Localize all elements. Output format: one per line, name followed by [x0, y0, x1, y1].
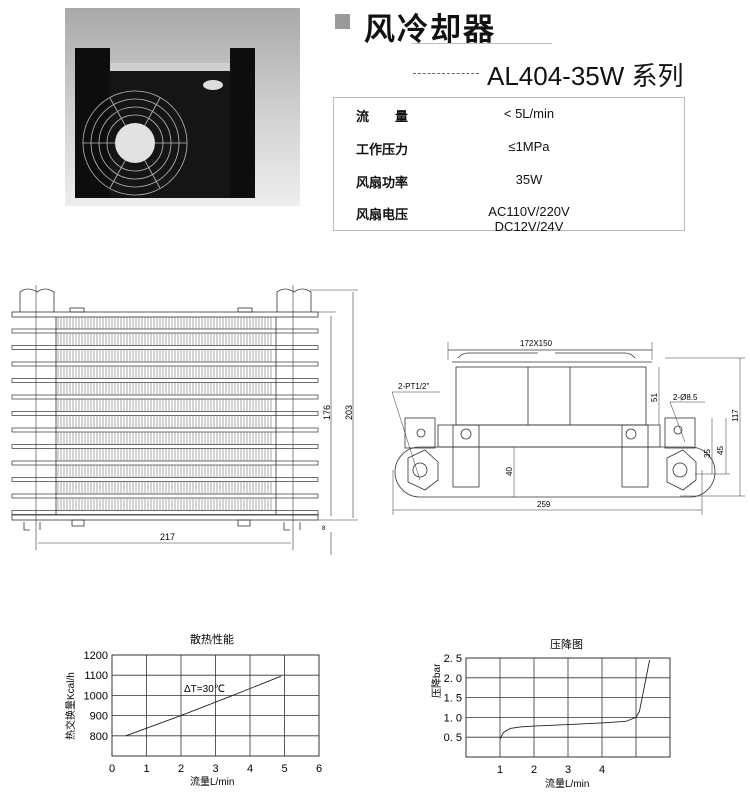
spec-value: AC110V/220V DC12V/24V	[488, 204, 570, 234]
port-label: 2-PT1/2"	[398, 382, 429, 391]
dim-core-height: 176	[322, 405, 332, 420]
y-tick-label: 0. 5	[444, 732, 462, 744]
spec-row: 风扇功率 35W	[334, 166, 684, 196]
x-tick-label: 0	[109, 763, 115, 775]
spec-table: 流 量 < 5L/min 工作压力 ≤1MPa 风扇功率 35W 风扇电压 AC110V…	[333, 97, 685, 234]
page-title: 风冷却器	[364, 12, 496, 48]
chart-title: 散热性能	[190, 632, 234, 646]
title-marker	[335, 14, 350, 29]
subtitle-dash	[413, 73, 479, 74]
spec-row: 流 量 < 5L/min	[334, 100, 684, 130]
fin-rib	[11, 394, 319, 400]
y-tick-label: 2. 0	[444, 673, 462, 685]
fin-rib	[11, 361, 319, 367]
series-line	[125, 675, 282, 737]
dim-width: 217	[160, 532, 175, 542]
y-tick-label: 900	[90, 711, 108, 723]
dim-total-height: 203	[344, 405, 354, 420]
series-line	[499, 659, 651, 740]
y-tick-label: 800	[90, 731, 108, 743]
air-cooler-photo	[75, 48, 255, 198]
x-tick-label: 3	[212, 763, 218, 775]
fin-rib	[11, 427, 319, 433]
x-tick-label: 6	[316, 763, 322, 775]
dim-pipe: 40	[505, 467, 514, 476]
x-tick-label: 5	[281, 763, 287, 775]
y-tick-label: 1200	[84, 650, 108, 662]
y-tick-label: 1. 0	[444, 712, 462, 724]
spec-row: 风扇电压 AC110V/220V DC12V/24V	[334, 198, 684, 234]
y-tick-label: 2. 5	[444, 653, 462, 665]
cooler-fins	[11, 317, 319, 515]
spec-row: 工作压力 ≤1MPa	[334, 133, 684, 163]
fin-rib	[11, 328, 319, 334]
product-photo	[65, 8, 300, 206]
y-tick-label: 1. 5	[444, 693, 462, 705]
y-axis-label: 热交换量Kcal/h	[64, 672, 77, 740]
x-tick-label: 1	[143, 763, 149, 775]
pressure-drop-chart: 压降图 0. 5 1. 0 1. 5 2. 0 2. 5 1 2 3 4 流量L/min 压降b…	[430, 637, 671, 790]
dim-mount-35: 35	[703, 449, 712, 458]
y-tick-label: 1100	[84, 670, 108, 682]
dim-fan-height: 51	[650, 393, 659, 402]
dim-total-height: 117	[731, 409, 740, 422]
x-tick-label: 1	[497, 764, 503, 776]
model-subtitle: AL404-35W 系列	[487, 61, 684, 91]
chart-title: 压降图	[550, 637, 583, 651]
x-tick-label: 2	[178, 763, 184, 775]
dim-length: 259	[537, 500, 551, 509]
fan-hub-icon	[115, 123, 155, 163]
x-tick-label: 4	[247, 763, 253, 775]
spec-label: 风扇电压	[356, 208, 409, 223]
spec-label: 风扇功率	[356, 176, 409, 191]
title-underline	[412, 43, 552, 44]
spec-label: 流 量	[356, 110, 409, 125]
y-axis-label: 压降bar	[430, 663, 443, 698]
fin-rib	[11, 378, 319, 383]
fin-rib	[11, 444, 319, 449]
dim-fan-size: 172X150	[520, 339, 553, 348]
fin-rib	[11, 460, 319, 466]
heat-performance-chart: 散热性能 800 900 1000 1100 1200 0 1 2 3 4 5 6 流量L/min 热…	[64, 632, 322, 788]
spec-label: 工作压力	[356, 143, 409, 158]
dim-mount-45: 45	[716, 446, 725, 455]
y-tick-label: 1000	[84, 690, 108, 702]
x-tick-label: 4	[599, 764, 605, 776]
front-view-drawing: 217 176 203 8	[11, 285, 358, 555]
spec-value: 35W	[515, 172, 543, 187]
dim-foot: 8	[322, 526, 326, 532]
x-axis-label: 流量L/min	[545, 777, 589, 790]
fin-rib	[11, 411, 319, 416]
x-tick-label: 3	[565, 764, 571, 776]
side-view-drawing: 172X150 2-PT1/2" 2-Ø8.5 259 51 117 45 35…	[391, 339, 745, 515]
spec-value: < 5L/min	[503, 106, 555, 121]
x-axis-label: 流量L/min	[190, 775, 234, 788]
fin-rib	[11, 477, 319, 482]
spec-value: ≤1MPa	[508, 139, 550, 154]
fin-rib	[11, 345, 319, 350]
hole-label: 2-Ø8.5	[673, 393, 698, 402]
fin-rib	[11, 493, 319, 499]
chart-annotation: ΔT=30℃	[184, 684, 225, 695]
x-tick-label: 2	[531, 764, 537, 776]
fin-rib	[11, 510, 319, 515]
